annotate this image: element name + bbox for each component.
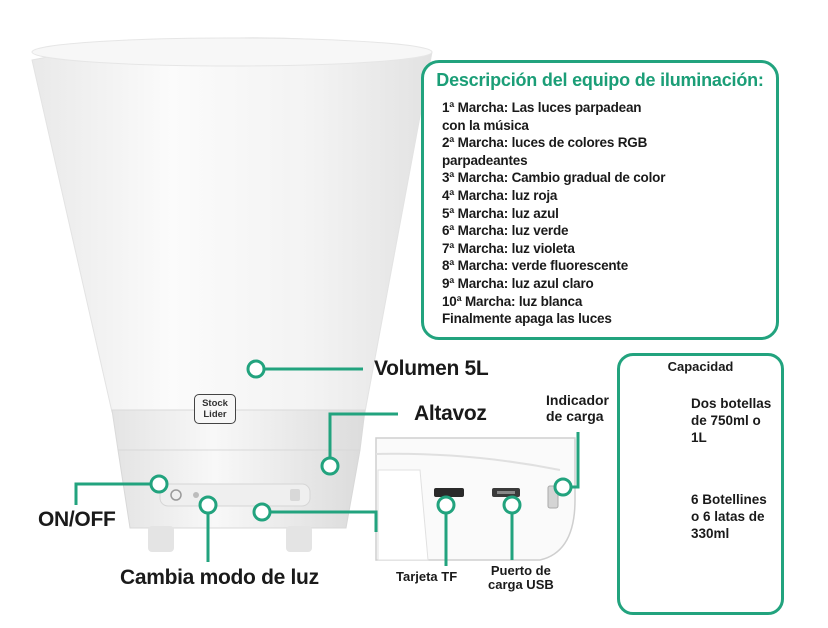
beer-capacity-text: 6 Botellines o 6 latas de 330ml	[691, 492, 767, 541]
bucket-body	[31, 37, 433, 413]
lighting-mode-list: 1ª Marcha: Las luces parpadean con la mú…	[442, 99, 665, 328]
lighting-description-title: Descripción del equipo de iluminación:	[436, 70, 764, 90]
bucket-base	[111, 409, 366, 552]
list-item: Finalmente apaga las luces	[442, 311, 612, 327]
charge-indicator-label: Indicador de carga	[546, 392, 610, 424]
lighting-description-panel: Descripción del equipo de iluminación: 1…	[421, 60, 779, 340]
list-item: 9ª Marcha: luz azul claro	[442, 275, 594, 291]
list-item: parpadeantes	[442, 152, 528, 168]
list-item: 7ª Marcha: luz violeta	[442, 240, 575, 256]
list-item: con la música	[442, 117, 529, 133]
capacity-title: Capacidad	[667, 359, 734, 374]
wine-capacity-text: Dos botellas de 750ml o 1L	[691, 396, 772, 445]
mode-icon	[193, 492, 199, 498]
list-item: 3ª Marcha: Cambio gradual de color	[442, 170, 666, 186]
tf-card-slot	[434, 488, 464, 497]
usb-port-label: Puerto de carga USB	[488, 563, 554, 592]
list-item: 2ª Marcha: luces de colores RGB	[442, 135, 648, 151]
list-item: 1ª Marcha: Las luces parpadean	[442, 100, 642, 115]
list-item: 4ª Marcha: luz roja	[442, 187, 558, 203]
brand-logo: Stock Lider	[194, 394, 236, 424]
on-off-label: ON/OFF	[38, 508, 116, 531]
list-item: 10ª Marcha: luz blanca	[442, 293, 583, 309]
light-mode-label: Cambia modo de luz	[120, 566, 319, 589]
power-icon	[170, 489, 182, 501]
list-item: 6ª Marcha: luz verde	[442, 223, 569, 239]
list-item: 8ª Marcha: verde fluorescente	[442, 258, 629, 274]
port-detail-inset	[375, 437, 576, 561]
list-item: 5ª Marcha: luz azul	[442, 205, 559, 221]
volume-label: Volumen 5L	[374, 357, 489, 380]
capacity-panel: Capacidad Dos botellas de 750ml o 1L 6 B…	[617, 353, 784, 615]
speaker-label: Altavoz	[414, 402, 487, 425]
tf-card-label: Tarjeta TF	[396, 569, 458, 584]
callout-dots	[149, 359, 573, 522]
